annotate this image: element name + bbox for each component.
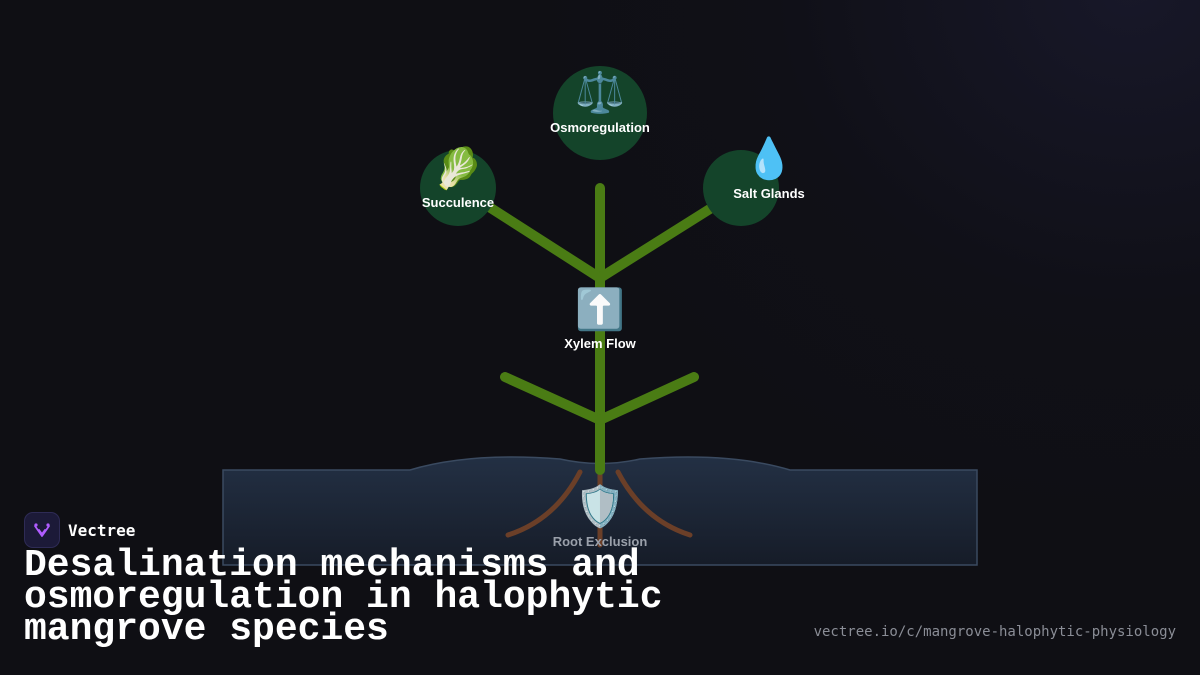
root-exclusion-label: Root Exclusion — [553, 534, 648, 549]
shield-icon: 🛡️ — [575, 483, 625, 530]
stem-lower-left — [500, 372, 605, 425]
brand: Vectree — [24, 512, 135, 548]
salt-glands-node-circle — [703, 150, 779, 226]
vectree-logo-icon — [24, 512, 60, 548]
root-left — [505, 469, 583, 538]
brand-name: Vectree — [68, 520, 136, 540]
balance-scale-icon: ⚖️ — [575, 69, 625, 116]
root-right — [615, 469, 693, 538]
succulence-node-circle — [420, 150, 496, 226]
succulence-label: Succulence — [422, 195, 494, 210]
osmoregulation-node-circle — [553, 66, 647, 160]
leafy-green-icon: 🥬 — [433, 145, 483, 192]
xylem-flow-label: Xylem Flow — [564, 336, 636, 351]
stem-lower-right — [595, 372, 699, 425]
source-url: vectree.io/c/mangrove-halophytic-physiol… — [813, 624, 1176, 640]
up-arrow-icon: ⬆️ — [575, 286, 625, 333]
water-droplet-icon: 💧 — [744, 135, 794, 182]
salt-glands-label: Salt Glands — [733, 186, 805, 201]
osmoregulation-label: Osmoregulation — [550, 120, 650, 135]
page-title: Desalination mechanisms and osmoregulati… — [24, 544, 663, 651]
